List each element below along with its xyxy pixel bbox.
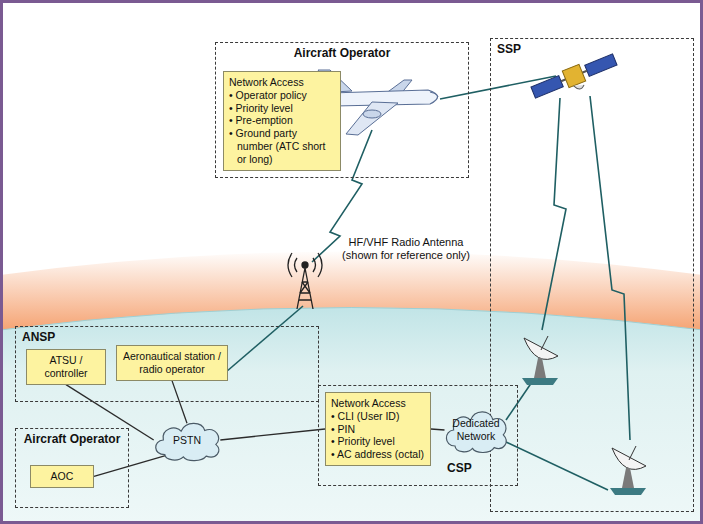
network-link — [66, 385, 154, 440]
ground-station-dish — [612, 448, 646, 469]
group-region: AOC Aircraft Operator — [15, 428, 129, 508]
radio-link-lines — [226, 306, 303, 372]
radio-link-lines — [590, 96, 630, 440]
radio-link-lines — [506, 442, 608, 490]
group-title: Aircraft Operator — [16, 429, 128, 450]
group-title: Aircraft Operator — [216, 43, 468, 64]
box-label: AOC — [36, 470, 88, 483]
earth-ground — [0, 308, 703, 524]
radio-link-lines — [542, 98, 566, 330]
ground-station-dish — [622, 468, 634, 488]
ground-station-dish — [610, 488, 646, 495]
group-region: SSP — [490, 38, 694, 512]
network-link — [220, 429, 325, 440]
network-cloud: PSTN — [150, 418, 224, 462]
ground-station-dish — [522, 336, 558, 385]
bullet-item: • Priority level — [229, 102, 335, 115]
bullet-item: • AC address (octal) — [331, 448, 425, 461]
satellite — [585, 54, 617, 76]
group-region: Network Access• Operator policy• Priorit… — [215, 42, 469, 178]
network-link — [431, 429, 445, 430]
box-label: Network Access — [229, 76, 335, 89]
cloud-outline — [446, 412, 506, 453]
atmosphere-band — [0, 252, 703, 524]
atmosphere-band — [0, 252, 703, 524]
box-label: Aeronautical station / radio operator — [122, 350, 222, 376]
info-box: Network Access• Operator policy• Priorit… — [223, 71, 341, 171]
group-title: CSP — [441, 458, 478, 479]
bullet-item: • PIN — [331, 423, 425, 436]
aircraft — [363, 110, 381, 118]
radio-link-lines — [506, 382, 532, 420]
ground-station-dish — [610, 446, 646, 495]
info-box: ATSU / controller — [26, 349, 106, 385]
cloud-label: PSTN — [173, 434, 201, 447]
info-box: Network Access• CLI (User ID)• PIN• Prio… — [325, 392, 431, 466]
cloud-outline — [156, 423, 219, 460]
group-region: Network Access• CLI (User ID)• PIN• Prio… — [318, 385, 518, 486]
box-label: Network Access — [331, 397, 425, 410]
radio-antenna — [295, 258, 316, 272]
radio-antenna — [288, 253, 322, 309]
bullet-item: • CLI (User ID) — [331, 410, 425, 423]
cloud-label: Dedicated Network — [449, 417, 503, 443]
radio-antenna — [299, 282, 311, 300]
satellite — [562, 64, 585, 87]
bullet-item: • Pre-emption — [229, 114, 335, 127]
bullet-item: • Operator policy — [229, 89, 335, 102]
ground-station-dish — [524, 338, 558, 359]
network-cloud: Dedicated Network — [441, 406, 511, 454]
earth-ground — [0, 308, 703, 524]
antenna-note: HF/VHF Radio Antenna (shown for referenc… — [336, 236, 476, 262]
satellite — [574, 82, 585, 91]
ground-station-dish — [534, 358, 546, 378]
ground-station-dish — [541, 336, 548, 350]
ground-station-dish — [522, 378, 558, 385]
radio-antenna — [302, 262, 308, 268]
network-link — [94, 455, 166, 476]
radio-antenna — [297, 268, 313, 309]
aircraft — [346, 102, 398, 135]
satellite — [530, 51, 620, 106]
bullet-item: • Priority level — [331, 435, 425, 448]
satellite — [531, 76, 563, 98]
bullet-item: • Ground party number (ATC short or long… — [229, 127, 335, 165]
radio-link-lines — [226, 76, 630, 490]
radio-antenna — [288, 253, 322, 277]
info-box: AOC — [30, 465, 94, 488]
info-box: Aeronautical station / radio operator — [116, 345, 228, 381]
group-title: SSP — [491, 39, 693, 60]
aircraft — [430, 92, 438, 97]
group-title: ANSP — [16, 327, 318, 348]
group-region: ATSU / controller Aeronautical station / … — [15, 326, 319, 402]
ground-station-dish — [629, 446, 636, 460]
box-label: ATSU / controller — [32, 354, 100, 380]
